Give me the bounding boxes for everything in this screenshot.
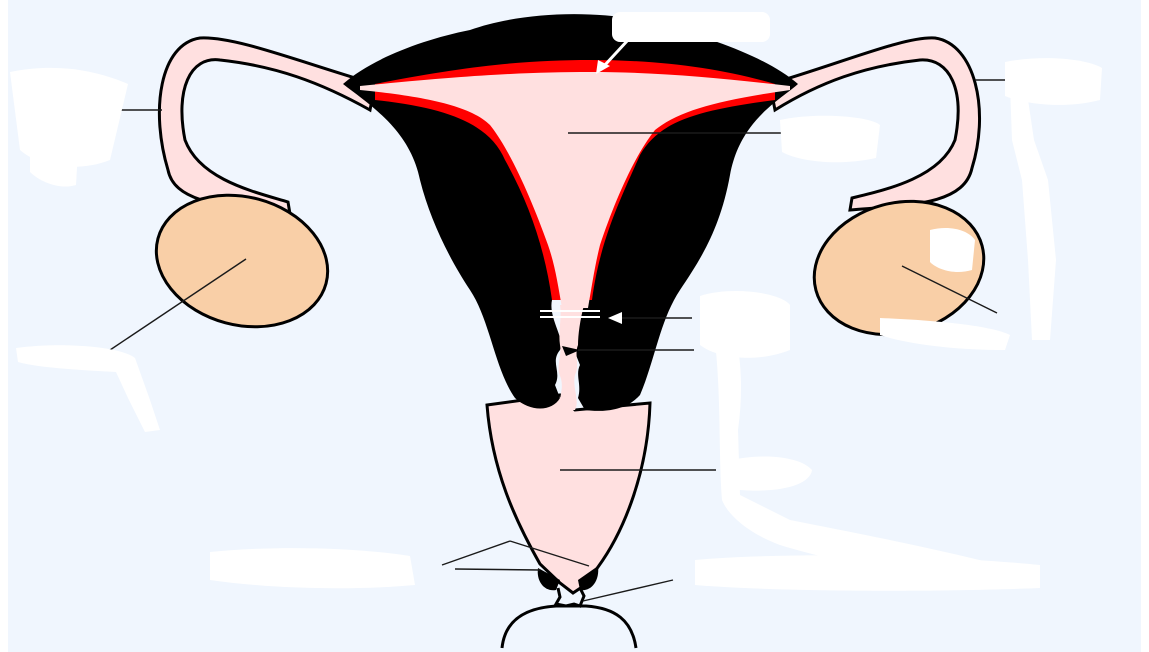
erased-label-right-ovary-2 xyxy=(930,228,975,272)
erased-label-upper-left-2 xyxy=(30,108,80,187)
page-margin-left xyxy=(0,0,8,652)
erased-label-mid-right xyxy=(780,116,880,163)
leader-line-fornix-c xyxy=(455,569,540,570)
erased-label-top xyxy=(612,12,770,42)
erased-label-lower-left-2 xyxy=(210,548,415,588)
page-margin-right xyxy=(1141,0,1149,652)
